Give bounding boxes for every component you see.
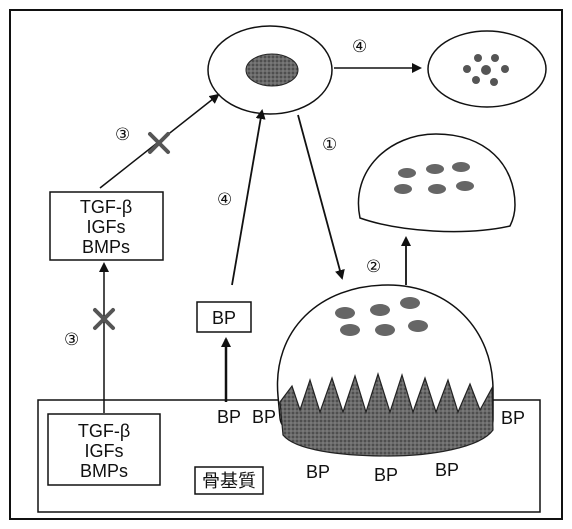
block-mark-upper (150, 134, 168, 152)
bone-matrix-label: 骨基質 (202, 471, 256, 491)
precursor-cell (208, 26, 332, 114)
factor-igfs-lower: IGFs (85, 441, 124, 461)
bp-label-5: BP (374, 465, 398, 485)
factor-tgf-lower: TGF-β (78, 421, 130, 441)
arrow-step4-left (232, 111, 262, 285)
bp-label-2: BP (252, 407, 276, 427)
detached-osteoclast (358, 134, 515, 232)
bp-box-label: BP (212, 308, 236, 328)
attached-osteoclast (277, 285, 493, 456)
bp-label-1: BP (217, 407, 241, 427)
bp-label-4: BP (306, 462, 330, 482)
step-label-1: ① (322, 135, 337, 154)
step-label-4-left: ④ (217, 190, 232, 209)
bp-label-3: BP (501, 408, 525, 428)
factor-tgf-upper: TGF-β (80, 197, 132, 217)
step-label-3-lower: ③ (64, 330, 79, 349)
step-label-3-upper: ③ (115, 125, 130, 144)
factor-bmps-lower: BMPs (80, 461, 128, 481)
step-label-4-top: ④ (352, 37, 367, 56)
apoptotic-cell (428, 31, 546, 107)
step-label-2: ② (366, 257, 381, 276)
factor-bmps-upper: BMPs (82, 237, 130, 257)
bp-label-6: BP (435, 460, 459, 480)
factor-igfs-upper: IGFs (87, 217, 126, 237)
precursor-nucleus (246, 54, 298, 86)
